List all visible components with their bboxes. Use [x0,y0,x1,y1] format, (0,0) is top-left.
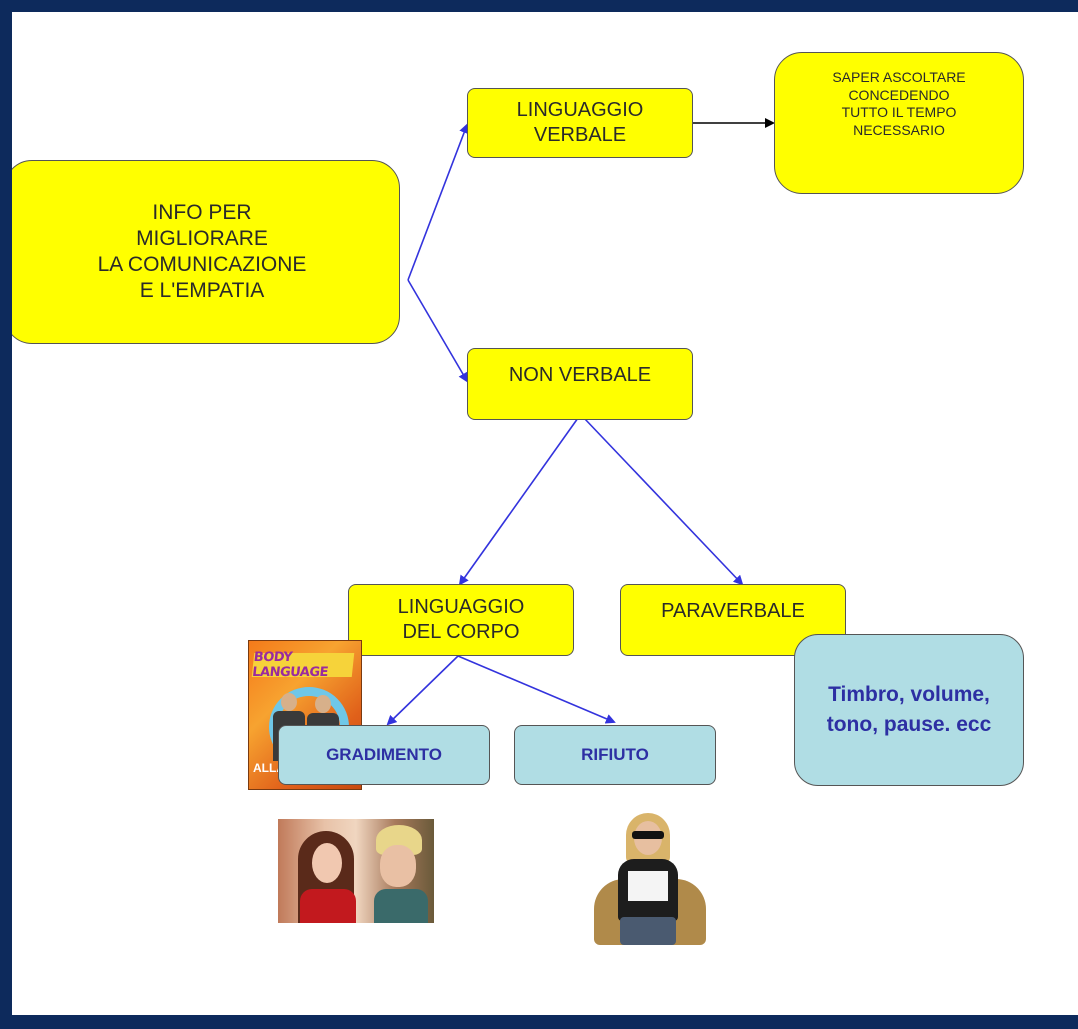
verbal-language-node: LINGUAGGIO VERBALE [467,88,693,158]
arrow-nonverbal-to-body [458,417,579,586]
legs-shape [620,917,676,945]
arrow-body-to-liking [386,655,459,726]
man-face-shape [380,845,416,887]
root-node: INFO PER MIGLIORARE LA COMUNICAZIONE E L… [12,160,400,344]
woman-refusal-photo [584,809,710,945]
woman-top-shape [300,889,356,923]
arrow-root-to-nonverbal [407,279,469,383]
arrow-body-to-refusal [457,655,616,724]
folder-shape [628,871,668,901]
arrow-root-to-verbal [407,123,469,281]
arrow-nonverbal-to-paraverbal [583,417,744,586]
refusal-node: RIFIUTO [514,725,716,785]
liking-node: GRADIMENTO [278,725,490,785]
book-person-head [315,695,331,713]
sunglasses-shape [632,831,664,839]
concept-map-slide: INFO PER MIGLIORARE LA COMUNICAZIONE E L… [12,12,1078,1015]
body-language-node: LINGUAGGIO DEL CORPO [348,584,574,656]
voice-features-node: Timbro, volume, tono, pause. ecc [794,634,1024,786]
connector-lines [386,118,775,726]
man-shirt-shape [374,889,428,923]
active-listening-node: SAPER ASCOLTARE CONCEDENDO TUTTO IL TEMP… [774,52,1024,194]
couple-photo [278,819,434,923]
book-person-head [281,693,297,711]
woman-face-shape [312,843,342,883]
nonverbal-node: NON VERBALE [467,348,693,420]
book-title: BODY LANGUAGE [251,650,355,680]
